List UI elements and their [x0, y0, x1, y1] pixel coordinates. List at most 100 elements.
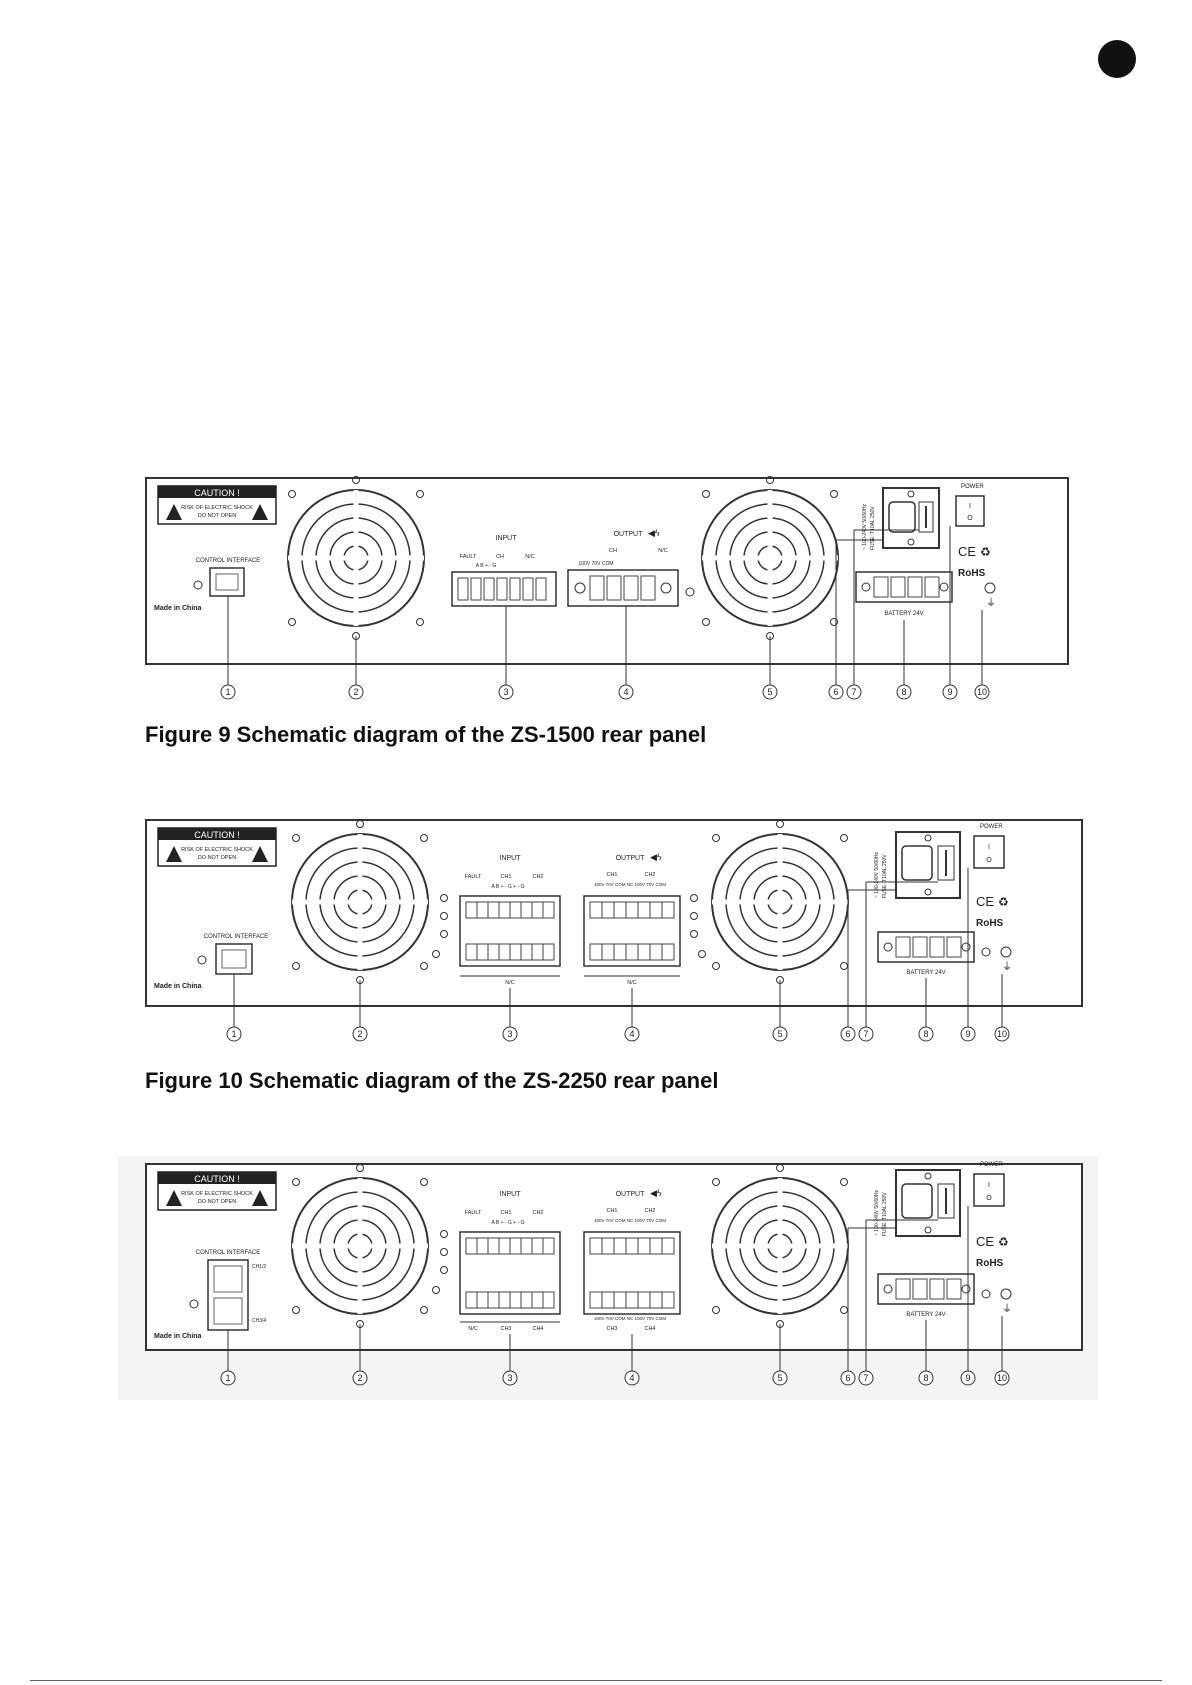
control-interface-label: CONTROL INTERFACE — [196, 558, 260, 564]
svg-text:I: I — [988, 844, 990, 851]
input-sub-ch2: CH2 — [532, 874, 543, 880]
callout-6: 6 — [833, 687, 838, 697]
caution-line2: DO NOT OPEN — [198, 855, 236, 861]
caution-title: CAUTION ! — [194, 1174, 240, 1184]
caution-line2: DO NOT OPEN — [198, 513, 236, 519]
fuse-label: FUSE: T10AL 250V — [882, 854, 888, 898]
rear-panel-zs3: CAUTION ! RISK OF ELECTRIC SHOCK DO NOT … — [118, 1156, 1098, 1400]
page-marker-dot — [1098, 40, 1136, 78]
input-title: INPUT — [496, 535, 518, 542]
callout-3: 3 — [503, 687, 508, 697]
mains-label: ~ 100-240V 50/60Hz — [862, 503, 868, 550]
input-sub-ch2: CH2 — [532, 1210, 543, 1216]
input-sub-ch1: CH1 — [500, 1210, 511, 1216]
callout-1: 1 — [225, 687, 230, 697]
rj45-dual-port-icon — [207, 1259, 249, 1331]
callout-1: 1 — [225, 1373, 230, 1383]
callout-5: 5 — [767, 687, 772, 697]
ground-screw-icon — [984, 582, 996, 594]
input-bottom-ch4: CH4 — [532, 1326, 543, 1332]
warning-triangle-icon — [252, 1190, 268, 1206]
page-bottom-rule — [30, 1680, 1162, 1681]
ground-symbol-icon: ⏚ — [1002, 961, 1012, 973]
battery-terminal-block — [855, 571, 953, 603]
output-terminal-block — [567, 569, 679, 607]
power-label: POWER — [980, 1162, 1003, 1168]
output-sub-nc: N/C — [658, 548, 668, 554]
warning-triangle-icon — [166, 846, 182, 862]
power-switch[interactable] — [955, 495, 985, 527]
callout-3: 3 — [507, 1029, 512, 1039]
input-sub-fault: FAULT — [465, 1210, 482, 1216]
warning-triangle-icon — [252, 846, 268, 862]
fuse-label: FUSE: T10AL 250V — [870, 506, 876, 550]
input-pins: A B + - G + - G — [491, 1220, 524, 1226]
made-in-label: Made in China — [154, 605, 202, 612]
output-title: OUTPUT — [616, 1191, 646, 1198]
figure-zs2250: CAUTION ! RISK OF ELECTRIC SHOCK DO NOT … — [118, 812, 1098, 1052]
caution-line1: RISK OF ELECTRIC SHOCK — [181, 505, 253, 511]
svg-text:O: O — [986, 857, 992, 864]
power-switch[interactable] — [973, 1173, 1005, 1207]
callout-8: 8 — [923, 1029, 928, 1039]
callout-2: 2 — [357, 1029, 362, 1039]
fan-grille-icon — [291, 1164, 429, 1328]
caution-title: CAUTION ! — [194, 830, 240, 840]
battery-label: BATTERY 24V — [884, 611, 923, 617]
fan-grille-icon — [701, 476, 839, 640]
iec-power-inlet — [882, 487, 940, 549]
callout-9: 9 — [965, 1373, 970, 1383]
power-label: POWER — [980, 824, 1003, 830]
battery-label: BATTERY 24V — [906, 970, 945, 976]
caution-line1: RISK OF ELECTRIC SHOCK — [181, 847, 253, 853]
svg-text:O: O — [967, 515, 973, 522]
input-sub-nc: N/C — [525, 554, 535, 560]
power-label: POWER — [961, 484, 984, 490]
warning-triangle-icon — [252, 504, 268, 520]
ground-screw-icon — [1000, 946, 1012, 958]
rohs-mark: RoHS — [976, 1258, 1004, 1269]
caution-label: CAUTION ! RISK OF ELECTRIC SHOCK DO NOT … — [157, 827, 277, 867]
caution-line1: RISK OF ELECTRIC SHOCK — [181, 1191, 253, 1197]
callout-6: 6 — [845, 1029, 850, 1039]
callout-8: 8 — [901, 687, 906, 697]
output-pins: 100V 70V COM NC 100V 70V COM — [594, 1218, 666, 1223]
ce-mark: CE — [976, 894, 994, 909]
callout-9: 9 — [947, 687, 952, 697]
output-sub-ch1: CH1 — [606, 1208, 617, 1214]
input-terminal-block — [451, 571, 557, 607]
rj45-port-icon — [215, 943, 253, 975]
fan-grille-icon — [287, 476, 425, 640]
output-pins: 100V 70V COM — [578, 561, 613, 567]
callout-10: 10 — [997, 1029, 1007, 1039]
callout-10: 10 — [997, 1373, 1007, 1383]
weee-bin-icon: ♻ — [980, 545, 991, 559]
output-bottom-pins: 100V 70V COM NC 100V 70V COM — [594, 1316, 666, 1321]
callout-3: 3 — [507, 1373, 512, 1383]
output-bottom-ch4: CH4 — [644, 1326, 655, 1332]
rear-panel-zs2250: CAUTION ! RISK OF ELECTRIC SHOCK DO NOT … — [145, 819, 1083, 1042]
made-in-label: Made in China — [154, 1333, 202, 1340]
callout-4: 4 — [623, 687, 628, 697]
rj45-port-icon — [209, 567, 245, 597]
input-bottom-ch3: CH3 — [500, 1326, 511, 1332]
svg-text:O: O — [986, 1195, 992, 1202]
callout-1: 1 — [231, 1029, 236, 1039]
rear-panel-zs1500: CAUTION ! RISK OF ELECTRIC SHOCK DO NOT … — [145, 476, 1069, 700]
output-terminal-block — [583, 895, 681, 967]
weee-bin-icon: ♻ — [998, 895, 1009, 909]
battery-terminal-block — [877, 931, 975, 963]
callout-4: 4 — [629, 1029, 634, 1039]
figure-caption-9: Figure 9 Schematic diagram of the ZS-150… — [145, 722, 707, 747]
rohs-mark: RoHS — [976, 918, 1004, 929]
ce-mark: CE — [958, 544, 976, 559]
input-title: INPUT — [500, 855, 522, 862]
figure-zs3: CAUTION ! RISK OF ELECTRIC SHOCK DO NOT … — [118, 1156, 1098, 1400]
output-sub-ch: CH — [609, 548, 617, 554]
input-title: INPUT — [500, 1191, 522, 1198]
output-sub-ch2: CH2 — [644, 1208, 655, 1214]
output-sub-ch1: CH1 — [606, 872, 617, 878]
callout-10: 10 — [977, 687, 987, 697]
power-switch[interactable] — [973, 835, 1005, 869]
battery-terminal-block — [877, 1273, 975, 1305]
